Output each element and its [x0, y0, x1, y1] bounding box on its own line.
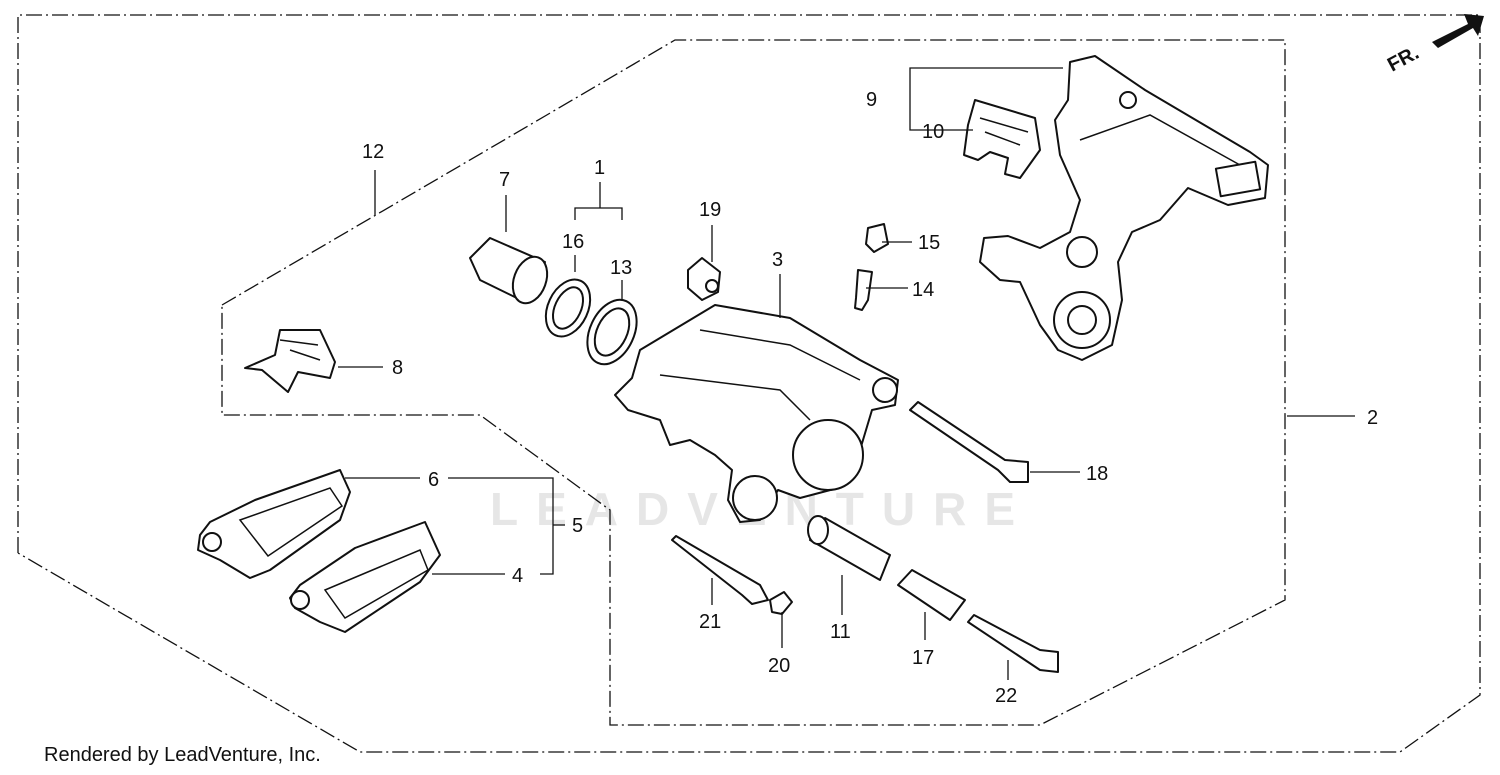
pad-pin-part-21	[671, 535, 769, 605]
callout-3: 3	[772, 249, 783, 271]
callout-20: 20	[768, 655, 790, 677]
callout-7: 7	[499, 169, 510, 191]
callout-labels: 1 2 3 4 5 6 7 8 9 10 11 12 13 14 15 16 1…	[362, 89, 1378, 707]
callout-11: 11	[830, 621, 851, 643]
callout-19: 19	[699, 199, 721, 221]
callout-21: 21	[699, 611, 721, 633]
callout-2: 2	[1367, 407, 1378, 429]
footer-credit: Rendered by LeadVenture, Inc.	[44, 744, 321, 766]
callout-18: 18	[1086, 463, 1108, 485]
cap-part-19	[687, 257, 721, 301]
callout-15: 15	[918, 232, 940, 254]
collar-part-17	[897, 569, 966, 621]
dust-seal-part-13	[586, 298, 638, 366]
piston-part-7	[469, 237, 549, 305]
callout-4: 4	[512, 565, 523, 587]
caliper-body-part-3	[614, 304, 899, 523]
piston-seal-part-16	[544, 278, 592, 338]
bolt-part-22	[967, 614, 1059, 673]
pad-retainer-part-10	[963, 99, 1041, 179]
assembly-frame-inner	[221, 39, 1286, 726]
callout-8: 8	[392, 357, 403, 379]
callout-17: 17	[912, 647, 934, 669]
callout-14: 14	[912, 279, 934, 301]
slide-pin-part-18	[909, 401, 1029, 483]
bleed-screw-part-14	[854, 269, 873, 311]
callout-1: 1	[594, 157, 605, 179]
callout-22: 22	[995, 685, 1017, 707]
pin-boot-part-11	[807, 515, 891, 581]
leader-lines	[338, 67, 1355, 680]
plug-part-20	[769, 591, 793, 615]
callout-10: 10	[922, 121, 944, 143]
callout-13: 13	[610, 257, 632, 279]
assembly-frame-outer	[17, 14, 1481, 753]
pad-spring-part-8	[244, 329, 336, 393]
brake-pad-part-6	[197, 469, 351, 579]
callout-5: 5	[572, 515, 583, 537]
front-direction-arrow: FR.	[1384, 14, 1484, 76]
callout-9: 9	[866, 89, 877, 111]
bleed-cap-part-15	[865, 223, 889, 253]
callout-12: 12	[362, 141, 384, 163]
callout-6: 6	[428, 469, 439, 491]
caliper-bracket-part-9	[979, 55, 1269, 361]
brake-pad-part-4	[289, 521, 441, 633]
callout-16: 16	[562, 231, 584, 253]
front-direction-label: FR.	[1384, 42, 1423, 77]
